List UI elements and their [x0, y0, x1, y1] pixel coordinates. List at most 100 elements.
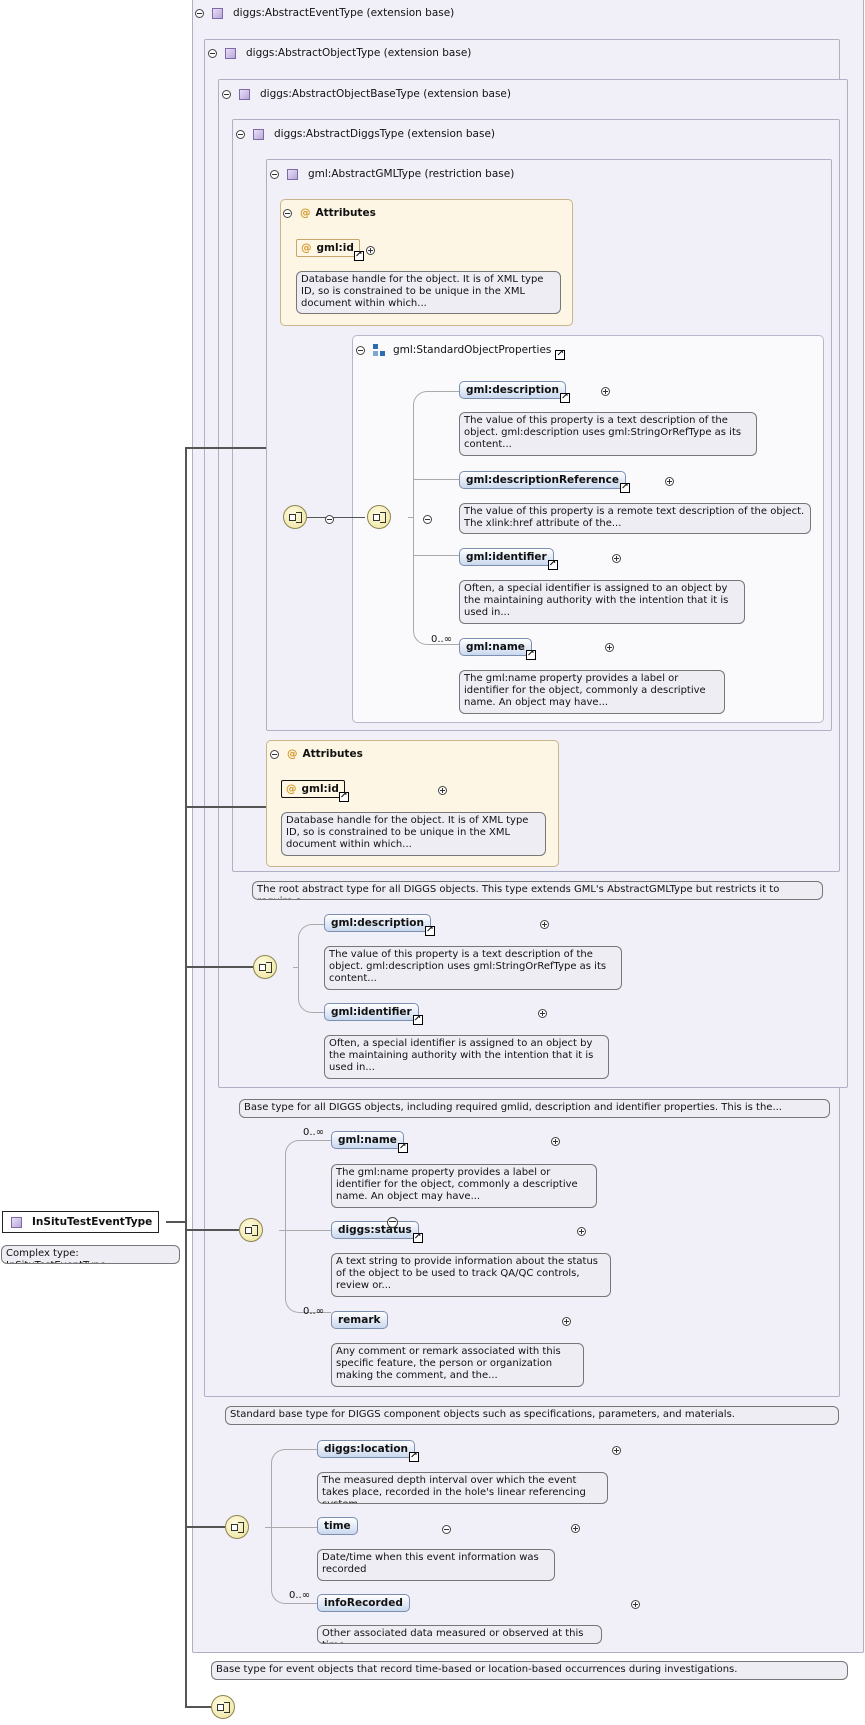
- reference-arrow-icon[interactable]: [424, 924, 435, 936]
- attribute-icon: @: [287, 748, 298, 760]
- gml-description-element[interactable]: gml:description: [459, 381, 570, 403]
- abstract-object-base-type-doc: Base type for all DIGGS objects, includi…: [239, 1099, 830, 1118]
- expand-icon[interactable]: [665, 477, 675, 486]
- expand-icon[interactable]: [551, 1137, 561, 1146]
- gml-description-reference-element[interactable]: gml:descriptionReference: [459, 471, 630, 493]
- complex-type-icon: [11, 1216, 22, 1228]
- element-label: gml:name: [338, 1134, 397, 1146]
- expand-icon[interactable]: [366, 246, 375, 255]
- gml-id-doc: Database handle for the object. It is of…: [296, 271, 561, 314]
- occurrence-label: 0..∞: [303, 1127, 325, 1138]
- abstract-object-base-type-label: diggs:AbstractObjectBaseType (extension …: [260, 88, 511, 100]
- sequence-compositor-icon[interactable]: [239, 1218, 263, 1242]
- gml-id-attribute[interactable]: @ gml:id: [296, 239, 364, 261]
- complex-type-icon: [253, 128, 264, 140]
- abstract-event-type-label: diggs:AbstractEventType (extension base): [233, 7, 455, 19]
- reference-arrow-icon[interactable]: [525, 648, 536, 660]
- gml-name-doc: The gml:name property provides a label o…: [459, 670, 725, 714]
- abstract-object-type-label: diggs:AbstractObjectType (extension base…: [246, 47, 472, 59]
- time-doc: Date/time when this event information wa…: [317, 1549, 555, 1581]
- reference-arrow-icon[interactable]: [559, 391, 570, 403]
- reference-arrow-icon[interactable]: [555, 348, 566, 360]
- sequence-compositor-icon[interactable]: [225, 1515, 249, 1539]
- element-label: time: [324, 1520, 351, 1532]
- expand-icon[interactable]: [601, 387, 611, 396]
- collapse-icon[interactable]: [270, 749, 279, 759]
- reference-arrow-icon[interactable]: [412, 1013, 423, 1025]
- element-label: gml:name: [466, 641, 525, 653]
- expand-icon[interactable]: [611, 554, 621, 563]
- abstract-event-type-header[interactable]: diggs:AbstractEventType (extension base): [195, 5, 454, 21]
- attribute-icon: @: [286, 783, 297, 795]
- gml-description-element[interactable]: gml:description: [324, 914, 435, 936]
- element-label: diggs:location: [324, 1443, 409, 1455]
- abstract-object-type-doc: Standard base type for DIGGS component o…: [225, 1406, 839, 1425]
- reference-arrow-icon[interactable]: [409, 1450, 420, 1462]
- collapse-icon[interactable]: [442, 1525, 452, 1534]
- expand-icon[interactable]: [577, 1227, 587, 1236]
- sequence-compositor-icon[interactable]: [283, 505, 307, 529]
- diggs-status-element[interactable]: diggs:status: [331, 1221, 423, 1243]
- gml-name-element[interactable]: gml:name: [331, 1131, 408, 1153]
- standard-object-properties-header[interactable]: gml:StandardObjectProperties: [356, 342, 566, 360]
- gml-name-element[interactable]: gml:name: [459, 638, 536, 660]
- reference-arrow-icon[interactable]: [412, 1231, 423, 1243]
- occurrence-label: 0..∞: [289, 1590, 311, 1601]
- expand-icon[interactable]: [561, 1317, 571, 1326]
- collapse-icon[interactable]: [270, 169, 279, 179]
- collapse-icon[interactable]: [356, 345, 365, 355]
- gml-id-label: gml:id: [301, 783, 339, 795]
- reference-arrow-icon[interactable]: [619, 481, 630, 493]
- complex-type-icon: [212, 7, 223, 19]
- expand-icon[interactable]: [538, 1009, 548, 1018]
- sequence-compositor-icon[interactable]: [211, 1695, 235, 1719]
- time-element[interactable]: time: [317, 1517, 358, 1535]
- abstract-object-base-type-header[interactable]: diggs:AbstractObjectBaseType (extension …: [222, 86, 511, 102]
- collapse-icon[interactable]: [283, 208, 292, 218]
- reference-arrow-icon[interactable]: [353, 249, 364, 261]
- expand-icon[interactable]: [570, 1524, 580, 1533]
- attribute-icon: @: [301, 242, 312, 254]
- attribute-icon: @: [300, 207, 311, 219]
- attributes-label: Attributes: [302, 748, 363, 760]
- diggs-location-doc: The measured depth interval over which t…: [317, 1472, 608, 1504]
- expand-icon[interactable]: [631, 1600, 641, 1609]
- gml-description-doc: The value of this property is a text des…: [324, 946, 622, 990]
- diggs-attributes-header[interactable]: @ Attributes: [270, 746, 363, 762]
- sequence-compositor-icon[interactable]: [367, 505, 391, 529]
- diggs-location-element[interactable]: diggs:location: [317, 1440, 420, 1462]
- expand-icon[interactable]: [540, 920, 550, 929]
- collapse-icon[interactable]: [422, 515, 432, 524]
- abstract-diggs-type-label: diggs:AbstractDiggsType (extension base): [274, 128, 496, 140]
- collapse-icon[interactable]: [222, 89, 231, 99]
- reference-arrow-icon[interactable]: [338, 790, 349, 802]
- abstract-gml-type-header[interactable]: gml:AbstractGMLType (restriction base): [270, 166, 514, 182]
- collapse-icon[interactable]: [236, 129, 245, 139]
- collapse-icon[interactable]: [208, 48, 217, 58]
- gml-identifier-element[interactable]: gml:identifier: [459, 548, 558, 570]
- occurrence-label: 0..∞: [303, 1306, 325, 1317]
- collapse-icon[interactable]: [386, 1217, 398, 1228]
- attributes-label: Attributes: [315, 207, 376, 219]
- remark-element[interactable]: remark: [331, 1311, 388, 1329]
- sequence-compositor-icon[interactable]: [253, 955, 277, 979]
- gml-attributes-header[interactable]: @ Attributes: [283, 205, 376, 221]
- collapse-icon[interactable]: [325, 515, 335, 524]
- diggs-status-doc: A text string to provide information abo…: [331, 1253, 611, 1297]
- expand-icon[interactable]: [611, 1446, 621, 1455]
- expand-icon[interactable]: [605, 643, 615, 652]
- gml-id-label: gml:id: [316, 242, 354, 254]
- abstract-diggs-type-header[interactable]: diggs:AbstractDiggsType (extension base): [236, 126, 495, 142]
- abstract-object-type-header[interactable]: diggs:AbstractObjectType (extension base…: [208, 45, 471, 61]
- gml-name-doc: The gml:name property provides a label o…: [331, 1164, 597, 1208]
- reference-arrow-icon[interactable]: [397, 1141, 408, 1153]
- info-recorded-element[interactable]: infoRecorded: [317, 1594, 410, 1612]
- gml-identifier-element[interactable]: gml:identifier: [324, 1003, 423, 1025]
- gml-id-attribute[interactable]: @ gml:id: [281, 780, 349, 802]
- complex-type-icon: [225, 47, 236, 59]
- root-type-box[interactable]: InSituTestEventType: [2, 1211, 160, 1233]
- element-label: diggs:status: [338, 1224, 412, 1236]
- collapse-icon[interactable]: [195, 8, 204, 18]
- expand-icon[interactable]: [438, 786, 448, 795]
- reference-arrow-icon[interactable]: [547, 558, 558, 570]
